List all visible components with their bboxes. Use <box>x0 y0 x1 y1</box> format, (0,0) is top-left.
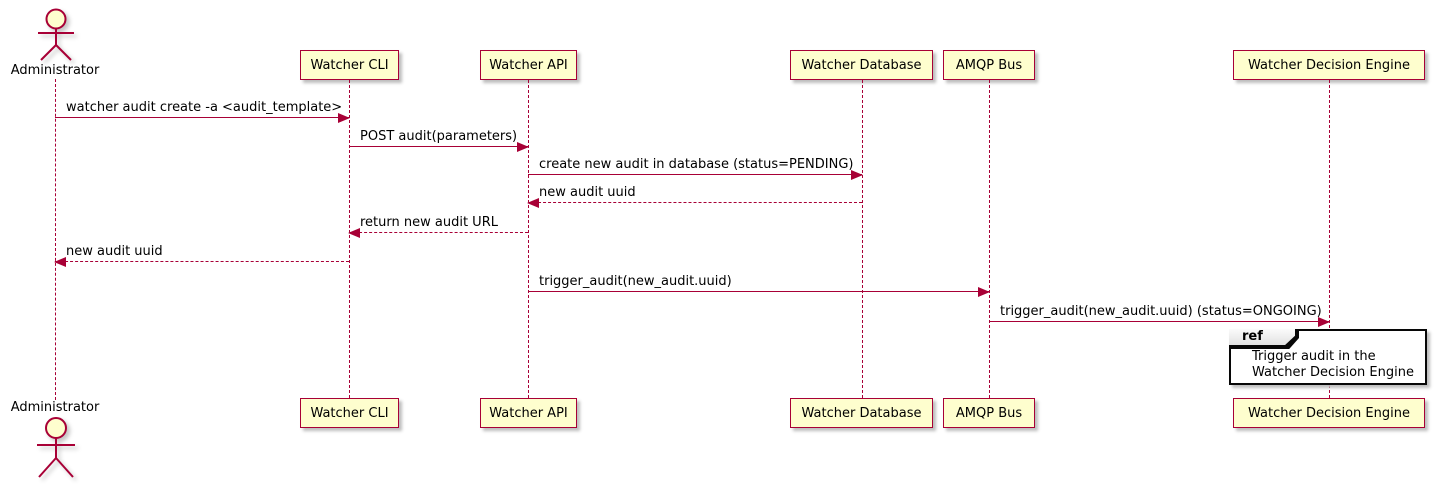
lifeline-watcher-api <box>528 80 529 398</box>
participant-box-watcher-database-top: Watcher Database <box>790 50 933 80</box>
message-5: return new audit URL <box>348 215 528 238</box>
ref-tab: ref <box>1229 329 1299 349</box>
participant-box-amqp-bus-bottom: AMQP Bus <box>943 398 1035 428</box>
actor-label-administrator-top: Administrator <box>10 63 100 78</box>
ref-text-line: Trigger audit in the <box>1252 349 1376 364</box>
participant-box-watcher-cli-top: Watcher CLI <box>300 50 399 80</box>
arrowhead-icon <box>338 113 350 123</box>
lifeline-watcher-cli <box>348 80 350 398</box>
message-line <box>349 146 528 147</box>
lifeline-watcher-database <box>861 80 863 398</box>
message-line <box>989 321 1329 322</box>
ref-keyword: ref <box>1229 329 1295 345</box>
actor-figure-administrator-bottom <box>37 417 75 478</box>
participant-label: Watcher API <box>489 57 568 73</box>
lifeline-amqp-bus <box>989 80 990 398</box>
participant-box-watcher-decision-engine-top: Watcher Decision Engine <box>1233 50 1425 80</box>
participant-label: Watcher Database <box>801 57 922 73</box>
message-line <box>55 261 349 262</box>
message-line <box>528 202 862 203</box>
ref-fragment: ref Trigger audit in the Watcher Decisio… <box>1229 329 1427 385</box>
participant-box-watcher-decision-engine-bottom: Watcher Decision Engine <box>1233 398 1425 428</box>
participant-label: Watcher Decision Engine <box>1248 57 1410 73</box>
message-label: return new audit URL <box>360 215 498 230</box>
message-label: watcher audit create -a <audit_template> <box>66 100 343 115</box>
participant-label: Watcher CLI <box>310 405 389 421</box>
actor-label-administrator-bottom: Administrator <box>10 400 100 415</box>
arrowhead-icon <box>54 257 66 267</box>
actor-figure-administrator-top <box>38 8 74 61</box>
participant-box-watcher-database-bottom: Watcher Database <box>790 398 933 428</box>
message-6: new audit uuid <box>54 244 349 267</box>
message-3: create new audit in database (status=PEN… <box>528 157 863 180</box>
arrowhead-icon <box>1318 317 1330 327</box>
participant-box-amqp-bus-top: AMQP Bus <box>943 50 1035 80</box>
message-label: new audit uuid <box>66 244 163 259</box>
message-label: POST audit(parameters) <box>360 129 518 144</box>
participant-label: Watcher API <box>489 405 568 421</box>
arrowhead-icon <box>851 170 863 180</box>
participant-label: Watcher CLI <box>310 57 389 73</box>
lifeline-watcher-decision-engine <box>1329 80 1330 398</box>
message-label: trigger_audit(new_audit.uuid) (status=ON… <box>1000 304 1322 319</box>
message-label: create new audit in database (status=PEN… <box>539 157 854 172</box>
message-line <box>55 117 349 118</box>
message-line <box>528 174 862 175</box>
arrowhead-icon <box>517 142 529 152</box>
message-line <box>528 291 989 292</box>
participant-box-watcher-api-bottom: Watcher API <box>480 398 577 428</box>
arrowhead-icon <box>348 228 360 238</box>
participant-box-watcher-api-top: Watcher API <box>480 50 577 80</box>
message-label: new audit uuid <box>539 185 636 200</box>
message-7: trigger_audit(new_audit.uuid) <box>528 274 990 297</box>
participant-label: AMQP Bus <box>955 57 1023 73</box>
message-8: trigger_audit(new_audit.uuid) (status=ON… <box>989 304 1330 327</box>
message-4: new audit uuid <box>527 185 862 208</box>
participant-label: AMQP Bus <box>955 405 1023 421</box>
lifeline-administrator <box>54 79 56 400</box>
ref-text-line: Watcher Decision Engine <box>1252 365 1414 380</box>
message-1: watcher audit create -a <audit_template> <box>55 100 350 123</box>
message-2: POST audit(parameters) <box>349 129 529 152</box>
message-label: trigger_audit(new_audit.uuid) <box>539 274 732 289</box>
participant-label: Watcher Decision Engine <box>1248 405 1410 421</box>
arrowhead-icon <box>527 198 539 208</box>
arrowhead-icon <box>978 287 990 297</box>
participant-label: Watcher Database <box>801 405 922 421</box>
participant-box-watcher-cli-bottom: Watcher CLI <box>300 398 399 428</box>
message-line <box>349 232 528 233</box>
